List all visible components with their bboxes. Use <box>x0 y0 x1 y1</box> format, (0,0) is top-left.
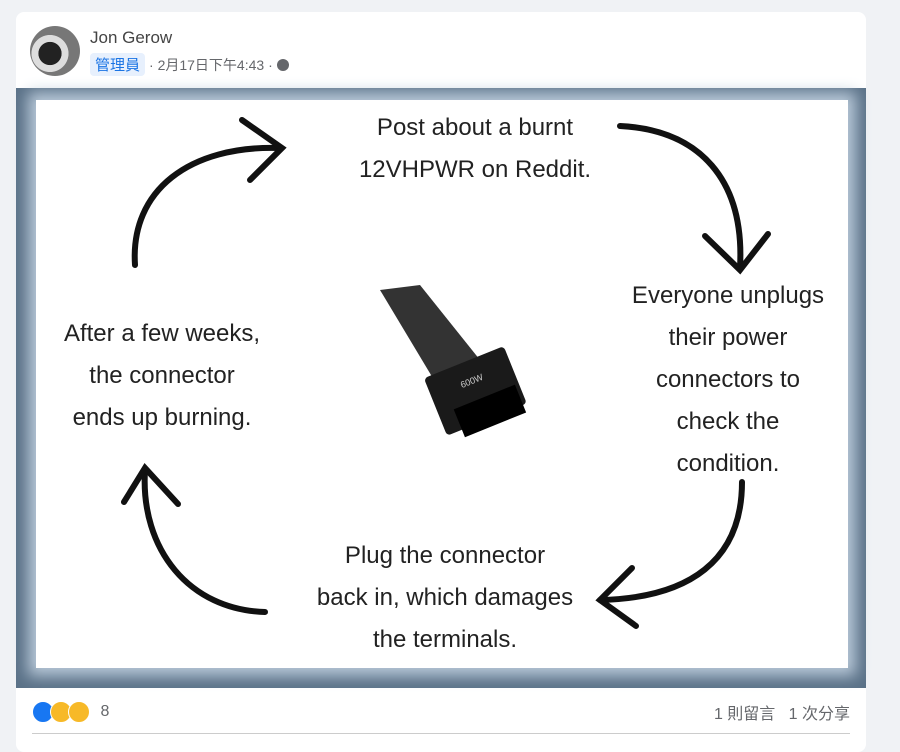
post-meta: 管理員 · 2月17日下午4:43 · <box>90 53 289 76</box>
arrowhead <box>239 117 287 183</box>
connector-image <box>380 285 527 438</box>
globe-icon <box>276 58 289 71</box>
wow-icon <box>68 701 90 723</box>
arrowhead <box>702 231 771 275</box>
reactions[interactable]: 8 <box>32 701 109 723</box>
reaction-count: 8 <box>100 703 110 721</box>
author-name[interactable]: Jon Gerow <box>90 28 173 47</box>
divider <box>32 733 850 734</box>
arrow-bottom-right <box>597 479 745 603</box>
shares-link[interactable]: 1 次分享 <box>788 706 850 723</box>
arrow-top-left <box>131 144 283 268</box>
arrow-top-right <box>617 123 744 271</box>
post-footer: 8 1 則留言 1 次分享 <box>32 700 850 724</box>
avatar[interactable] <box>30 26 80 76</box>
arrowhead <box>595 565 639 629</box>
timestamp[interactable]: · 2月17日下午4:43 · <box>149 56 273 73</box>
comments-link[interactable]: 1 則留言 <box>713 706 776 723</box>
role-badge[interactable]: 管理員 <box>90 53 146 76</box>
arrow-bottom-left <box>141 467 268 615</box>
arrowhead <box>121 463 181 507</box>
